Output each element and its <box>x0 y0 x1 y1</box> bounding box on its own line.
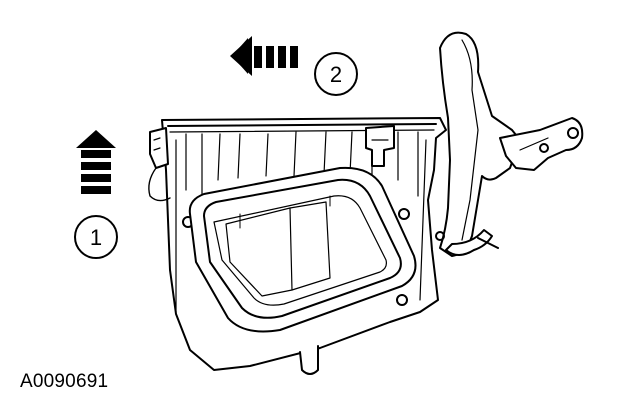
figure-reference-code: A0090691 <box>20 371 109 392</box>
mounting-bracket <box>499 117 584 171</box>
air-duct-hose <box>439 31 521 257</box>
top-clip <box>365 125 395 167</box>
arrow-left-motion <box>230 36 298 76</box>
callout-1: 1 <box>74 215 118 259</box>
callout-2-label: 2 <box>330 62 342 87</box>
filter-door-frame <box>188 166 417 333</box>
callout-2: 2 <box>314 52 358 96</box>
callout-1-label: 1 <box>90 225 102 250</box>
left-clip <box>148 127 171 202</box>
arrow-up-motion <box>76 130 116 194</box>
